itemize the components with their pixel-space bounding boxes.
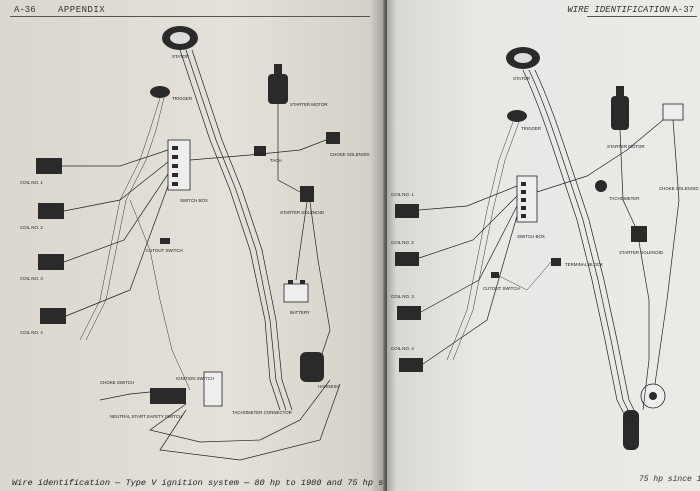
stator-component: STATOR <box>162 26 198 59</box>
tach-label: TACH <box>270 158 282 163</box>
starter-solenoid-component: STARTER SOLENOID <box>619 226 663 255</box>
harness-plug-component <box>623 383 666 450</box>
coil-2-component: COIL NO. 2 <box>391 240 419 266</box>
coil-4-label: COIL NO. 4 <box>20 330 43 335</box>
switch-box-component: SWITCH BOX <box>516 175 545 239</box>
trigger-label: TRIGGER <box>172 96 192 101</box>
figure-caption: Wire identification — Type V ignition sy… <box>12 478 385 488</box>
ignition-switch-label: IGNITION SWITCH <box>176 376 214 381</box>
stator-component: STATOR <box>506 47 540 81</box>
choke-solenoid-label: CHOKE SOLENOID <box>330 152 370 157</box>
coil-4-component: COIL NO. 4 <box>391 346 423 372</box>
figure-caption-fragment: 75 hp since 19 <box>639 475 700 484</box>
cutout-switch-label: CUTOUT SWITCH <box>483 286 520 291</box>
trigger-label: TRIGGER <box>521 126 541 131</box>
starter-motor-label: STARTER MOTOR <box>607 144 645 149</box>
choke-switch-label: CHOKE SWITCH <box>100 380 134 385</box>
starter-solenoid-component: STARTER SOLENOID <box>280 186 324 215</box>
choke-solenoid-component: CHOKE SOLENOID <box>659 103 699 191</box>
switch-box-label: SWITCH BOX <box>517 234 545 239</box>
remote-control-component: CHOKE SWITCH IGNITION SWITCH NEUTRAL STA… <box>100 352 339 419</box>
tachometer-connector-label: TACHOMETER CONNECTOR <box>232 410 292 415</box>
battery-component: BATTERY <box>283 280 310 315</box>
coil-3-label: COIL NO. 3 <box>391 294 414 299</box>
terminal-block-component: TERMINAL BLOCK <box>551 258 603 267</box>
coil-3-component: COIL NO. 3 <box>20 254 64 281</box>
coil-3-label: COIL NO. 3 <box>20 276 43 281</box>
choke-solenoid-component: CHOKE SOLENOID <box>326 132 370 157</box>
cutout-switch-component: CUTOUT SWITCH <box>146 238 183 253</box>
wiring-diagram-right: STATOR TRIGGER STARTER MOTOR CHOKE SOLEN… <box>391 47 699 450</box>
coil-4-component: COIL NO. 4 <box>20 308 66 335</box>
starter-motor-component: STARTER MOTOR <box>607 86 645 149</box>
coil-1-component: COIL NO. 1 <box>20 158 62 185</box>
page-number: A-36 <box>14 5 36 15</box>
page-section-title: APPENDIX <box>58 5 106 15</box>
choke-solenoid-label: CHOKE SOLENOID <box>659 186 699 191</box>
tachometer-component: TACHOMETER <box>595 180 639 201</box>
coil-2-component: COIL NO. 2 <box>20 203 64 230</box>
starter-motor-component: STARTER MOTOR <box>268 64 328 107</box>
coil-1-component: COIL NO. 1 <box>391 192 419 218</box>
coil-1-label: COIL NO. 1 <box>20 180 43 185</box>
wiring-diagram-left: STATOR TRIGGER STARTER MOTOR CHOKE SOLEN… <box>20 26 370 461</box>
tach-component: TACH <box>254 146 282 163</box>
left-page: A-36 APPENDIX STATOR TRIGGER STARTER MOT… <box>0 0 385 491</box>
starter-solenoid-label: STARTER SOLENOID <box>280 210 324 215</box>
page-number: A-37 <box>672 5 694 15</box>
coil-4-label: COIL NO. 4 <box>391 346 414 351</box>
terminal-block-label: TERMINAL BLOCK <box>565 262 603 267</box>
starter-motor-label: STARTER MOTOR <box>290 102 328 107</box>
tachometer-label: TACHOMETER <box>609 196 639 201</box>
neutral-start-label: NEUTRAL START SAFETY SWITCH <box>110 414 182 419</box>
stator-label: STATOR <box>172 54 189 59</box>
harness-label: HARNESS <box>318 384 339 389</box>
stator-label: STATOR <box>513 76 530 81</box>
trigger-component: TRIGGER <box>507 110 541 131</box>
battery-label: BATTERY <box>290 310 310 315</box>
cutout-switch-component: CUTOUT SWITCH <box>483 272 520 291</box>
coil-1-label: COIL NO. 1 <box>391 192 414 197</box>
header-rule <box>587 16 697 17</box>
coil-2-label: COIL NO. 2 <box>391 240 414 245</box>
page-section-title: WIRE IDENTIFICATION <box>567 5 670 15</box>
right-page: WIRE IDENTIFICATION A-37 STATOR TRIGGER … <box>387 0 700 491</box>
header-rule <box>10 16 370 17</box>
coil-2-label: COIL NO. 2 <box>20 225 43 230</box>
wire-harness-right <box>418 69 680 421</box>
switch-box-component: SWITCH BOX <box>167 139 208 203</box>
coil-3-component: COIL NO. 3 <box>391 294 421 320</box>
cutout-switch-label: CUTOUT SWITCH <box>146 248 183 253</box>
switch-box-label: SWITCH BOX <box>180 198 208 203</box>
book-gutter <box>383 0 389 491</box>
wire-harness-left <box>62 49 341 461</box>
trigger-component: TRIGGER <box>150 86 192 101</box>
